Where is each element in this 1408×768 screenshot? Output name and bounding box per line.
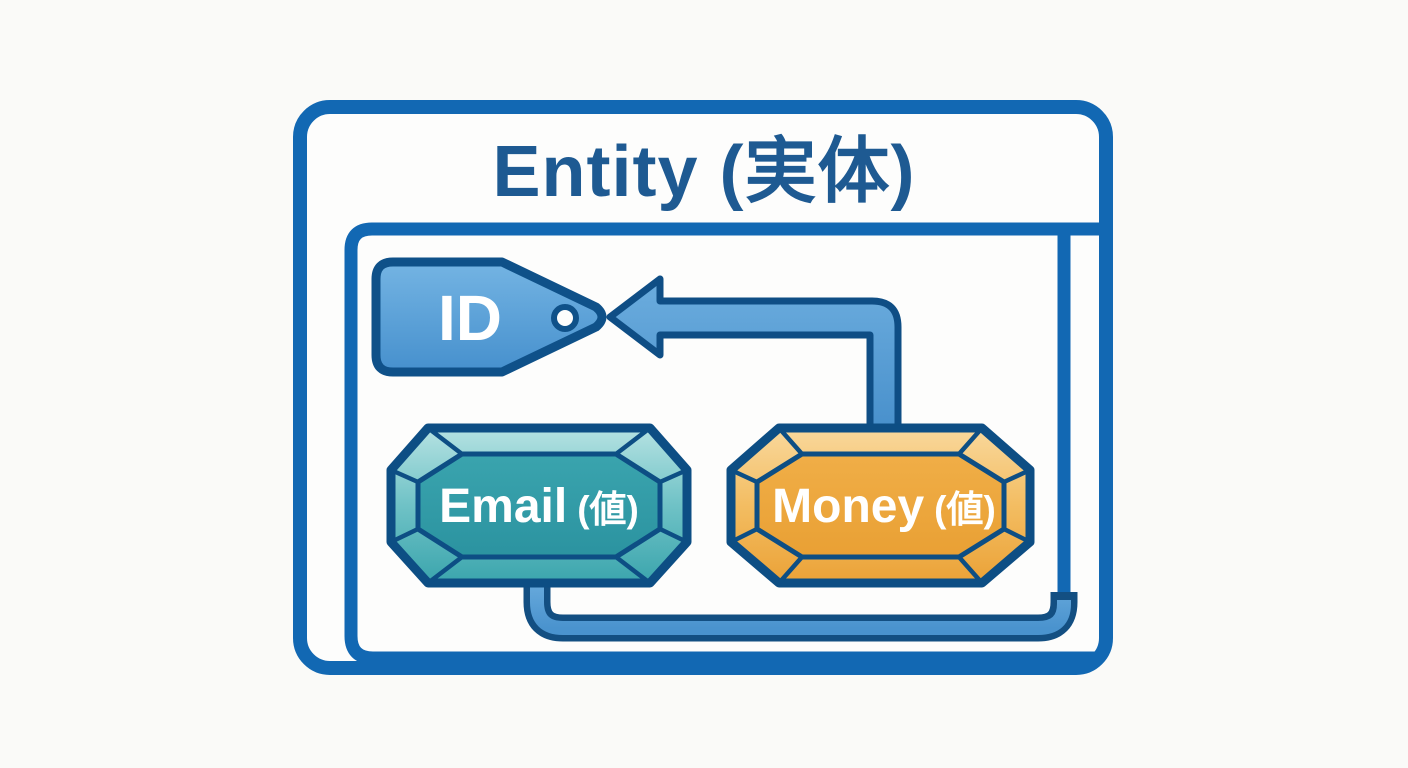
- id-tag-shape: [371, 257, 607, 377]
- email-gem-facet-lines: [390, 426, 688, 585]
- money-gem-facet-lines: [729, 426, 1032, 585]
- email-gem-label: Email(値): [439, 480, 639, 533]
- email-connector-pipe: [530, 576, 1071, 635]
- money-gem-label: Money(値): [772, 480, 996, 533]
- id-tag: ID: [371, 257, 607, 377]
- money-gem: Money(値): [726, 423, 1035, 588]
- money-to-id-arrow: [606, 275, 902, 438]
- entity-inner-box: [344, 222, 1099, 665]
- email-gem-label-suffix: (値): [577, 489, 639, 530]
- id-tag-hole: [551, 304, 579, 332]
- email-gem: Email(値): [386, 423, 692, 588]
- money-gem-label-name: Money: [772, 480, 924, 533]
- id-tag-label: ID: [438, 282, 502, 354]
- entity-title: Entity (実体): [493, 132, 916, 212]
- money-gem-label-suffix: (値): [934, 489, 996, 530]
- email-gem-label-name: Email: [439, 480, 567, 533]
